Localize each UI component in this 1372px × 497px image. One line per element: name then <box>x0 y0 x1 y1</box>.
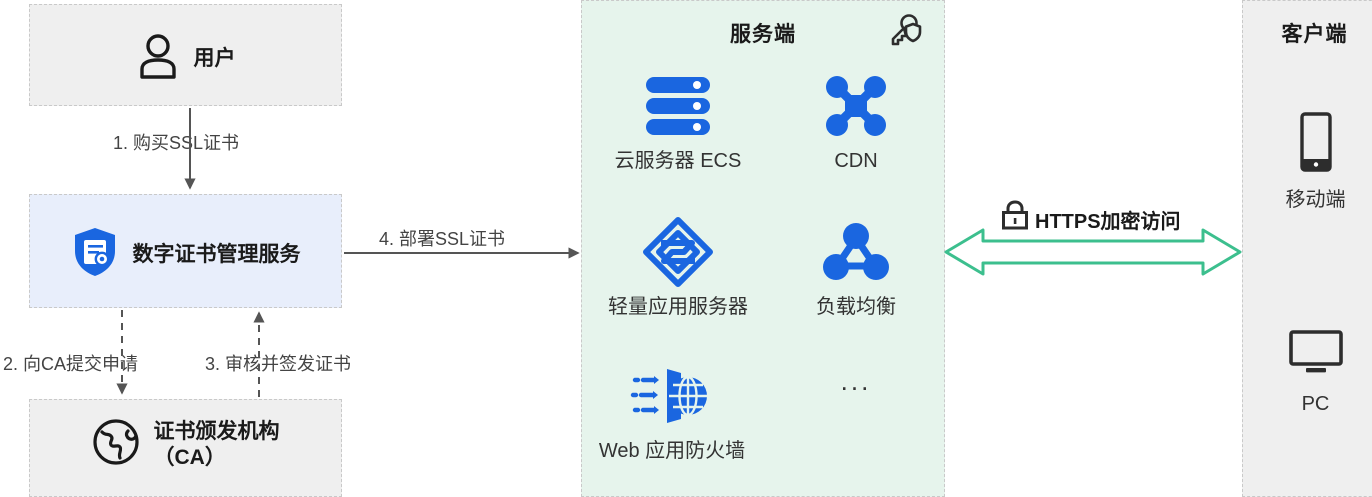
service-cdn: CDN <box>776 69 936 173</box>
load-balancer-icon <box>776 215 936 289</box>
service-more-label: ... <box>840 366 872 396</box>
https-label: HTTPS加密访问 <box>1035 211 1181 233</box>
client-device-pc: PC <box>1243 319 1372 416</box>
service-waf: Web 应用防火墙 <box>592 359 752 463</box>
connector-label-step4: 4. 部署SSL证书 <box>379 229 506 249</box>
connector-label-step3: 3. 审核并签发证书 <box>205 354 352 374</box>
ca-label: 证书颁发机构 （CA） <box>153 419 280 469</box>
cert-service-label: 数字证书管理服务 <box>132 242 301 266</box>
service-more: ... <box>776 359 936 403</box>
client-device-mobile: 移动端 <box>1243 109 1372 212</box>
service-ecs-label: 云服务器 ECS <box>614 150 742 172</box>
mobile-phone-icon <box>1243 109 1372 175</box>
globe-icon <box>92 418 140 471</box>
cert-service-node: 数字证书管理服务 <box>29 194 342 308</box>
cdn-network-icon <box>776 69 936 143</box>
lightweight-server-icon <box>598 215 758 289</box>
server-rack-icon <box>598 69 758 143</box>
client-device-pc-label: PC <box>1301 393 1330 415</box>
ellipsis-icon: ... <box>776 359 936 403</box>
waf-globe-icon <box>592 359 752 433</box>
user-label: 用户 <box>193 46 236 70</box>
connector-label-step1: 1. 购买SSL证书 <box>113 133 240 153</box>
service-load-balancer-label: 负载均衡 <box>816 296 896 318</box>
service-lightweight-server: 轻量应用服务器 <box>598 215 758 319</box>
service-lightweight-server-label: 轻量应用服务器 <box>608 296 748 318</box>
certificate-shield-icon <box>71 226 119 283</box>
server-panel: 服务端 云服务器 ECS <box>581 0 945 497</box>
server-panel-title: 服务端 <box>730 23 796 46</box>
user-node: 用户 <box>29 4 342 106</box>
client-panel: 客户端 移动端 PC <box>1242 0 1372 497</box>
client-panel-title: 客户端 <box>1281 23 1348 46</box>
connector-label-step2: 2. 向CA提交申请 <box>3 354 139 374</box>
service-cdn-label: CDN <box>834 150 878 172</box>
client-device-mobile-label: 移动端 <box>1285 189 1346 211</box>
service-load-balancer: 负载均衡 <box>776 215 936 319</box>
service-ecs: 云服务器 ECS <box>598 69 758 173</box>
service-waf-label: Web 应用防火墙 <box>598 440 746 462</box>
lock-icon <box>999 199 1031 231</box>
user-icon <box>136 33 180 84</box>
key-shield-icon <box>886 11 924 49</box>
arrow-https-bidirectional <box>944 228 1242 276</box>
desktop-monitor-icon <box>1243 319 1372 385</box>
ca-node: 证书颁发机构 （CA） <box>29 399 342 497</box>
